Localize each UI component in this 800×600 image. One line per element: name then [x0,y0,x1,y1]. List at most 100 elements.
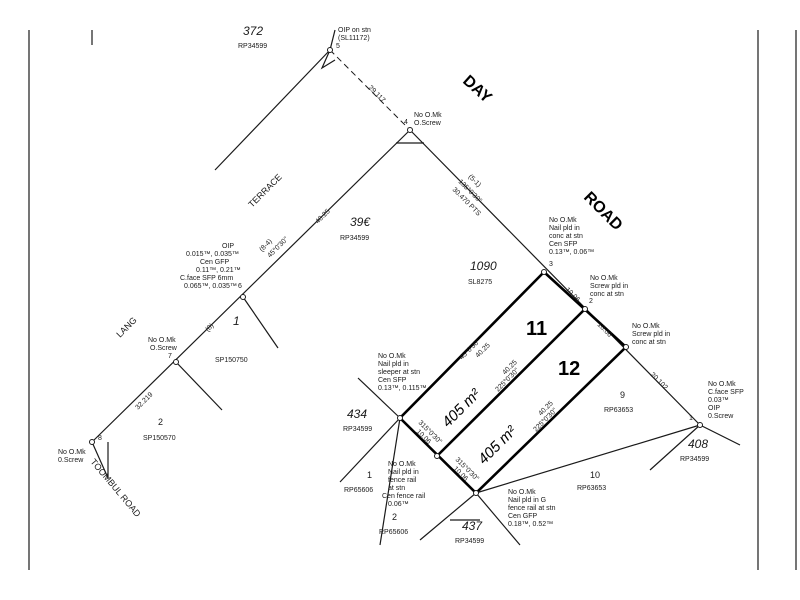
dim-7-6: (8) [204,322,215,333]
station-id-2: 2 [589,298,593,305]
station-6-note: 0.065™, 0.035™ [184,283,237,290]
lot-12-area: 405 m² [475,422,521,468]
station-a [397,415,403,421]
line-408-ext [649,424,701,471]
station-notes-b: No O.Mk Nail pld in fence rail at stn Ce… [382,461,426,508]
station-2-note: conc at stn [590,291,624,298]
lot-437-plan: RP34599 [455,538,484,545]
station-4 [407,127,413,133]
road-name-terrace: TERRACE [246,172,283,209]
lot-408-number: 408 [688,437,708,451]
station-id-4: 4 [404,119,408,126]
station-notes-8: No O.Mk 0.Screw [58,449,86,464]
station-c-note: No O.Mk [508,489,536,496]
station-a-note: No O.Mk [378,353,406,360]
station-2 [582,306,588,312]
station-2b-note: conc at stn [632,339,666,346]
station-3 [541,269,547,275]
station-a-note: Nail pld in [378,361,409,368]
station-a-note: sleeper at stn [378,369,420,376]
dim-3-2: 10.06 [564,286,581,303]
station-b-note: fence rail [388,477,417,484]
station-c-note: fence rail at stn [508,505,556,512]
station-1-note: 0.Screw [708,413,734,420]
lot-9-number: 9 [620,390,625,400]
dashed-boundary [329,49,411,131]
station-c-note: Nail pld in G [508,497,546,504]
station-id-8: 8 [98,435,102,442]
station-1-note: 0.03™ [708,397,729,404]
line-408-right [699,424,741,446]
station-notes-5: OIP on stn (SL11172) [338,27,371,42]
lot-1090-number: 1090 [470,259,497,273]
lot-434-number: 434 [347,407,367,421]
station-id-3: 3 [549,261,553,268]
station-3-note: Nail pld in [549,225,580,232]
station-6-note: 0.015™, 0.035™ [186,251,239,258]
station-notes-c: No O.Mk Nail pld in G fence rail at stn … [508,489,556,528]
station-notes-2b: No O.Mk Screw pld in conc at stn [632,323,670,346]
road-name-day: DAY [459,72,495,106]
lot-9-plan: RP63653 [604,407,633,414]
road-name-lang: LANG [114,315,138,339]
station-3-note: No O.Mk [549,217,577,224]
station-1-note: No O.Mk [708,381,736,388]
lot-11-12-boundary [398,270,628,495]
station-8-note: 0.Screw [58,457,84,464]
lot-10-plan: RP63653 [577,485,606,492]
station-notes-1: No O.Mk C.face SFP 0.03™ OIP 0.Screw [708,381,744,420]
line-437-2 [475,492,521,546]
lot-372-corner [320,49,336,70]
lot-2-sp-number: 2 [158,417,163,427]
station-c [473,490,479,496]
station-c-note: 0.18™, 0.52™ [508,521,553,528]
lot-434-plan: RP34599 [343,426,372,433]
terrace-boundary [91,129,411,443]
lot-1-sp-plan: SP150750 [215,357,248,364]
lot-1-side [175,361,223,411]
station-notes-6: OIP 0.015™, 0.035™ Cen GFP 0.11™, 0.21™ … [180,243,241,290]
station-notes-7: No O.Mk O.Screw [148,337,178,352]
dim-2b-1: 20.102 [649,371,669,391]
line-437 [419,492,477,541]
station-5 [327,47,333,53]
lot-1-rp-plan: RP65606 [344,487,373,494]
station-id-7: 7 [168,353,172,360]
lot-10-number: 10 [590,470,600,480]
station-id-5: 5 [336,43,340,50]
station-b-note: Cen fence rail [382,493,426,500]
lot-11-number: 11 [526,318,547,340]
station-2b-note: No O.Mk [632,323,660,330]
line-to-408 [475,424,701,494]
station-4-note: No O.Mk [414,112,442,119]
lot-396-number: 39€ [350,215,371,229]
lot-396-plan: RP34599 [340,235,369,242]
station-3-note: 0.13™, 0.06™ [549,249,594,256]
station-2-note: Screw pld in [590,283,628,290]
station-c-note: Cen GFP [508,513,538,520]
station-a-note: 0.13™, 0.115™ [378,385,427,392]
lot-2-rp-plan: RP65606 [379,529,408,536]
lot-372-number: 372 [243,24,263,38]
station-b-note: Nail pld in [388,469,419,476]
lot-1-rp-number: 1 [367,470,372,480]
station-5-note: (SL11172) [338,35,370,42]
station-4-note: O.Screw [414,120,442,127]
station-1-note: C.face SFP [708,389,744,396]
lot-396-side [242,296,279,349]
dim-6-4-c: 40.25 [314,208,331,225]
station-6 [240,294,246,300]
station-6-note: C.face SFP 6mm [180,275,233,282]
station-notes-4: No O.Mk O.Screw [414,112,442,127]
lot-372-top [329,29,336,51]
lot-12-number: 12 [558,358,580,380]
lot-1090-plan: SL8275 [468,279,492,286]
station-notes-a: No O.Mk Nail pld in sleeper at stn Cen S… [378,353,427,392]
station-2b [623,344,629,350]
lot-2-sp-plan: SP150570 [143,435,176,442]
station-7-note: O.Screw [150,345,178,352]
station-1 [697,422,703,428]
station-id-1: 1 [689,415,693,422]
station-5-note: OIP on stn [338,27,371,34]
lot-11-area: 405 m² [439,385,485,431]
